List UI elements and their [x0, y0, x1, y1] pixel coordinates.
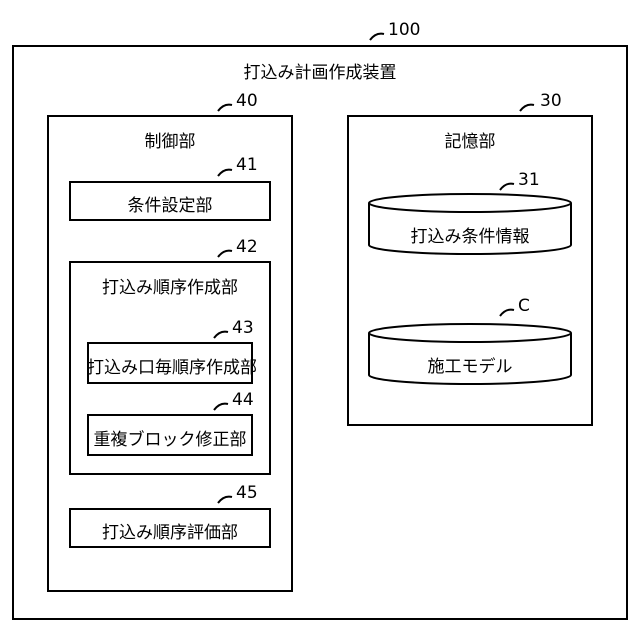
- order-creation-ref-leader: [218, 251, 232, 257]
- per-port-ref-leader: [214, 332, 228, 338]
- construction-model-label: 施工モデル: [369, 352, 571, 377]
- control-ref-leader: [218, 105, 232, 111]
- storage-ref-leader: [520, 105, 534, 111]
- condition-info-ref-leader: [500, 184, 514, 190]
- condition-setting-ref-leader: [218, 170, 232, 176]
- construction-model-ref: C: [518, 296, 530, 316]
- condition-info-ref: 31: [518, 170, 540, 190]
- condition-info-label: 打込み条件情報: [369, 222, 571, 247]
- construction-model-ref-leader: [500, 310, 514, 316]
- order-evaluation-ref-leader: [218, 497, 232, 503]
- overlap-fix-ref-leader: [214, 404, 228, 410]
- device-ref-leader: [370, 34, 384, 40]
